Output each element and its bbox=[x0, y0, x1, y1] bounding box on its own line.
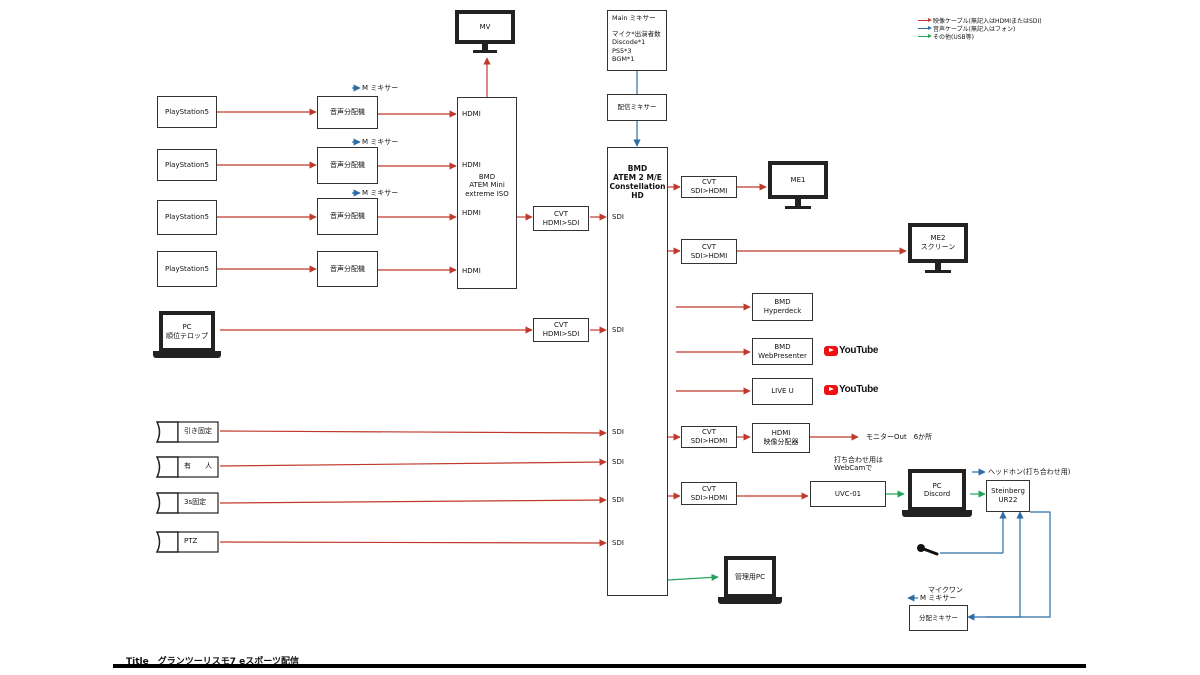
m-mixer-label-3: M ミキサー bbox=[362, 189, 399, 197]
steinberg-ur22: Steinberg UR22 bbox=[986, 480, 1030, 512]
camera-icon bbox=[155, 421, 219, 443]
pc-telop-screen: PC 順位テロップ bbox=[159, 311, 215, 351]
sdi-port-5: SDI bbox=[612, 496, 624, 504]
youtube-icon bbox=[824, 384, 838, 395]
wire-cam-4 bbox=[219, 539, 607, 547]
wire-cam-1 bbox=[219, 429, 607, 437]
camera-icon bbox=[155, 456, 219, 478]
main-mixer: Main ミキサー マイク*出演者数 Discode*1 PS5*3 BGM*1 bbox=[607, 10, 667, 71]
legend: 映像ケーブル(無記入はHDMIまたはSDI) 音声ケーブル(無記入はフォン) そ… bbox=[918, 16, 1042, 41]
webpresenter: BMD WebPresenter bbox=[752, 338, 813, 365]
m-mixer-label-2: M ミキサー bbox=[362, 138, 399, 146]
sdi-port-3: SDI bbox=[612, 428, 624, 436]
legend-other: その他(USB等) bbox=[918, 32, 1042, 41]
cvt-sdi-hdmi-split: CVT SDI>HDMI bbox=[681, 426, 737, 448]
headphone-label: ヘッドホン(打ち合わせ用) bbox=[988, 468, 1071, 476]
hdmi-splitter: HDMI 映像分配器 bbox=[752, 423, 810, 453]
atem-mini-label: BMD ATEM Mini extreme ISO bbox=[465, 173, 509, 198]
microphone-icon bbox=[917, 544, 939, 556]
audio-splitter-2: 音声分配機 bbox=[317, 147, 378, 184]
title-underline bbox=[113, 664, 1086, 668]
audio-splitter-1: 音声分配機 bbox=[317, 96, 378, 129]
atem-mini-port-4: HDMI bbox=[462, 267, 481, 275]
camera-1-label: 引き固定 bbox=[184, 427, 212, 435]
atem-mini-port-1: HDMI bbox=[462, 110, 481, 118]
youtube-logo-1: YouTube bbox=[824, 345, 879, 356]
kanri-pc-screen: 管理用PC bbox=[724, 556, 776, 597]
cvt-hdmi-sdi-2: CVT HDMI>SDI bbox=[533, 318, 589, 342]
pc-discord-screen: PC Discord bbox=[908, 469, 966, 510]
camera-4-label: PTZ bbox=[184, 537, 198, 545]
sdi-port-1: SDI bbox=[612, 213, 624, 221]
atem-mini-extreme bbox=[457, 97, 517, 289]
camera-3-label: 3s固定 bbox=[184, 498, 207, 506]
wire-audio-return bbox=[967, 511, 1051, 621]
wire-cam-2 bbox=[219, 458, 607, 467]
wire-usb-kanri bbox=[667, 573, 719, 581]
bunki-mixer: 分配ミキサー bbox=[909, 605, 968, 631]
me1-monitor: ME1 bbox=[768, 161, 828, 211]
sdi-port-4: SDI bbox=[612, 458, 624, 466]
hyperdeck: BMD Hyperdeck bbox=[752, 293, 813, 321]
page-title: Title グランツーリスモ7 eスポーツ配信 bbox=[126, 657, 300, 667]
webcam-note: 打ち合わせ用は WebCamで bbox=[834, 456, 883, 473]
youtube-logo-2: YouTube bbox=[824, 384, 879, 395]
m-mixer-bottom-label: M ミキサー bbox=[920, 594, 957, 602]
camera-icon bbox=[155, 531, 219, 553]
wire-cam-3 bbox=[219, 496, 607, 504]
cvt-hdmi-sdi-1: CVT HDMI>SDI bbox=[533, 206, 589, 231]
pc-telop-laptop: PC 順位テロップ bbox=[153, 311, 221, 359]
ps5-source-4: PlayStation5 bbox=[157, 251, 217, 287]
ps5-source-2: PlayStation5 bbox=[157, 149, 217, 181]
audio-splitter-3: 音声分配機 bbox=[317, 198, 378, 235]
camera-1: 引き固定 bbox=[155, 420, 220, 444]
monitor-out-label: モニターOut 6か所 bbox=[866, 433, 933, 441]
camera-3: 3s固定 bbox=[155, 491, 220, 515]
me2-monitor: ME2 スクリーン bbox=[908, 223, 968, 275]
live-u: LIVE U bbox=[752, 378, 813, 405]
mv-monitor: MV bbox=[455, 10, 515, 54]
cvt-sdi-hdmi-uvc: CVT SDI>HDMI bbox=[681, 482, 737, 505]
audio-splitter-4: 音声分配機 bbox=[317, 251, 378, 287]
uvc-01: UVC-01 bbox=[810, 481, 886, 507]
mic-one-label: マイクワン bbox=[928, 586, 963, 594]
sdi-port-2: SDI bbox=[612, 326, 624, 334]
me1-screen: ME1 bbox=[768, 161, 828, 199]
legend-video: 映像ケーブル(無記入はHDMIまたはSDI) bbox=[918, 16, 1042, 25]
mv-monitor-screen: MV bbox=[455, 10, 515, 44]
m-mixer-label-1: M ミキサー bbox=[362, 84, 399, 92]
camera-4: PTZ bbox=[155, 530, 220, 554]
camera-2: 有 人 bbox=[155, 455, 220, 479]
atem-constellation-label: BMD ATEM 2 M/E Constellation HD bbox=[609, 164, 666, 200]
legend-audio: 音声ケーブル(無記入はフォン) bbox=[918, 24, 1042, 33]
cvt-sdi-hdmi-me2: CVT SDI>HDMI bbox=[681, 239, 737, 264]
atem-constellation bbox=[607, 147, 668, 596]
kanri-pc-laptop: 管理用PC bbox=[718, 556, 782, 606]
atem-mini-port-3: HDMI bbox=[462, 209, 481, 217]
me2-screen: ME2 スクリーン bbox=[908, 223, 968, 263]
pc-discord-laptop: PC Discord bbox=[902, 469, 972, 519]
ps5-source-3: PlayStation5 bbox=[157, 200, 217, 235]
atem-mini-port-2: HDMI bbox=[462, 161, 481, 169]
sdi-port-6: SDI bbox=[612, 539, 624, 547]
ps5-source-1: PlayStation5 bbox=[157, 96, 217, 128]
haishin-mixer: 配信ミキサー bbox=[607, 94, 667, 121]
youtube-icon bbox=[824, 345, 838, 356]
camera-2-label: 有 人 bbox=[184, 462, 212, 470]
camera-icon bbox=[155, 492, 219, 514]
cvt-sdi-hdmi-me1: CVT SDI>HDMI bbox=[681, 176, 737, 198]
